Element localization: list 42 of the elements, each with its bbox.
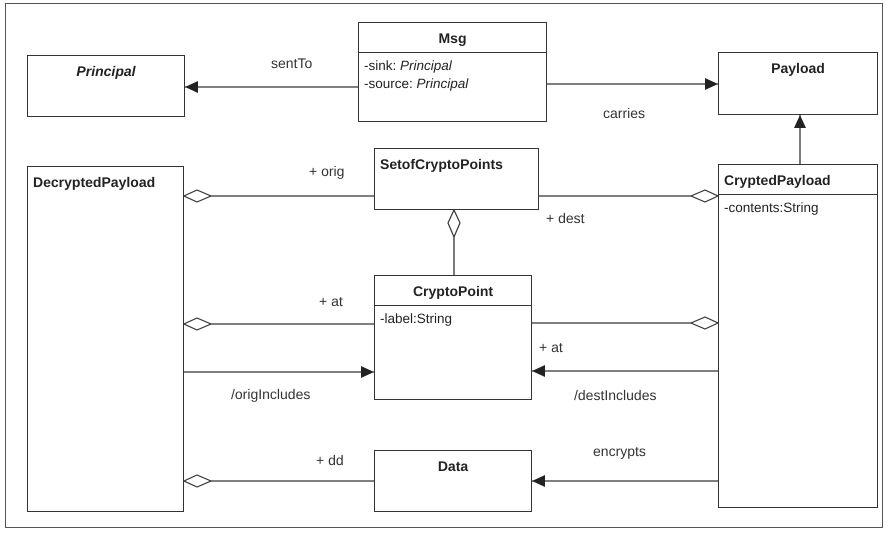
class-name: CryptedPayload bbox=[723, 171, 832, 190]
class-box bbox=[374, 275, 532, 400]
class-box bbox=[374, 450, 532, 512]
attribute-text: -contents:String bbox=[724, 200, 819, 215]
edge-label: sentTo bbox=[270, 56, 314, 72]
edge-label: encrypts bbox=[592, 444, 647, 460]
class-box bbox=[27, 166, 184, 512]
edge-label: + at bbox=[318, 294, 344, 310]
arrow bbox=[547, 78, 718, 90]
class-name: Payload bbox=[770, 59, 826, 78]
arrow bbox=[185, 81, 358, 93]
edge-label: /destIncludes bbox=[573, 388, 658, 404]
edge-label: carries bbox=[602, 106, 646, 122]
edge-label: + orig bbox=[308, 164, 346, 180]
aggregation-line bbox=[183, 474, 374, 488]
class-name: Data bbox=[436, 457, 470, 476]
class-name: Principal bbox=[75, 62, 137, 81]
aggregation-line bbox=[183, 189, 374, 203]
class-box bbox=[718, 52, 878, 115]
aggregation-line bbox=[532, 316, 719, 330]
attribute-text: -source: Principal bbox=[364, 76, 468, 91]
edge-label: + dd bbox=[315, 453, 345, 468]
arrow bbox=[794, 115, 806, 164]
class-box bbox=[27, 55, 185, 117]
class-name: SetofCryptoPoints bbox=[379, 155, 504, 174]
attribute-text: -label:String bbox=[380, 311, 452, 326]
aggregation-line bbox=[447, 209, 461, 275]
attribute-text: -sink: Principal bbox=[364, 58, 452, 73]
aggregation-line bbox=[183, 317, 374, 331]
arrow bbox=[532, 475, 718, 487]
edge-label: + dest bbox=[545, 211, 586, 226]
class-box bbox=[718, 164, 878, 508]
edge-label: /origIncludes bbox=[230, 387, 312, 402]
edge-label: + at bbox=[538, 340, 564, 356]
aggregation-line bbox=[539, 189, 719, 203]
arrow bbox=[532, 365, 718, 377]
class-name: DecryptedPayload bbox=[32, 173, 156, 192]
arrow bbox=[184, 366, 374, 378]
class-box bbox=[358, 22, 547, 122]
class-box bbox=[374, 148, 539, 210]
class-name: CryptoPoint bbox=[412, 282, 494, 301]
class-name: Msg bbox=[438, 29, 468, 48]
